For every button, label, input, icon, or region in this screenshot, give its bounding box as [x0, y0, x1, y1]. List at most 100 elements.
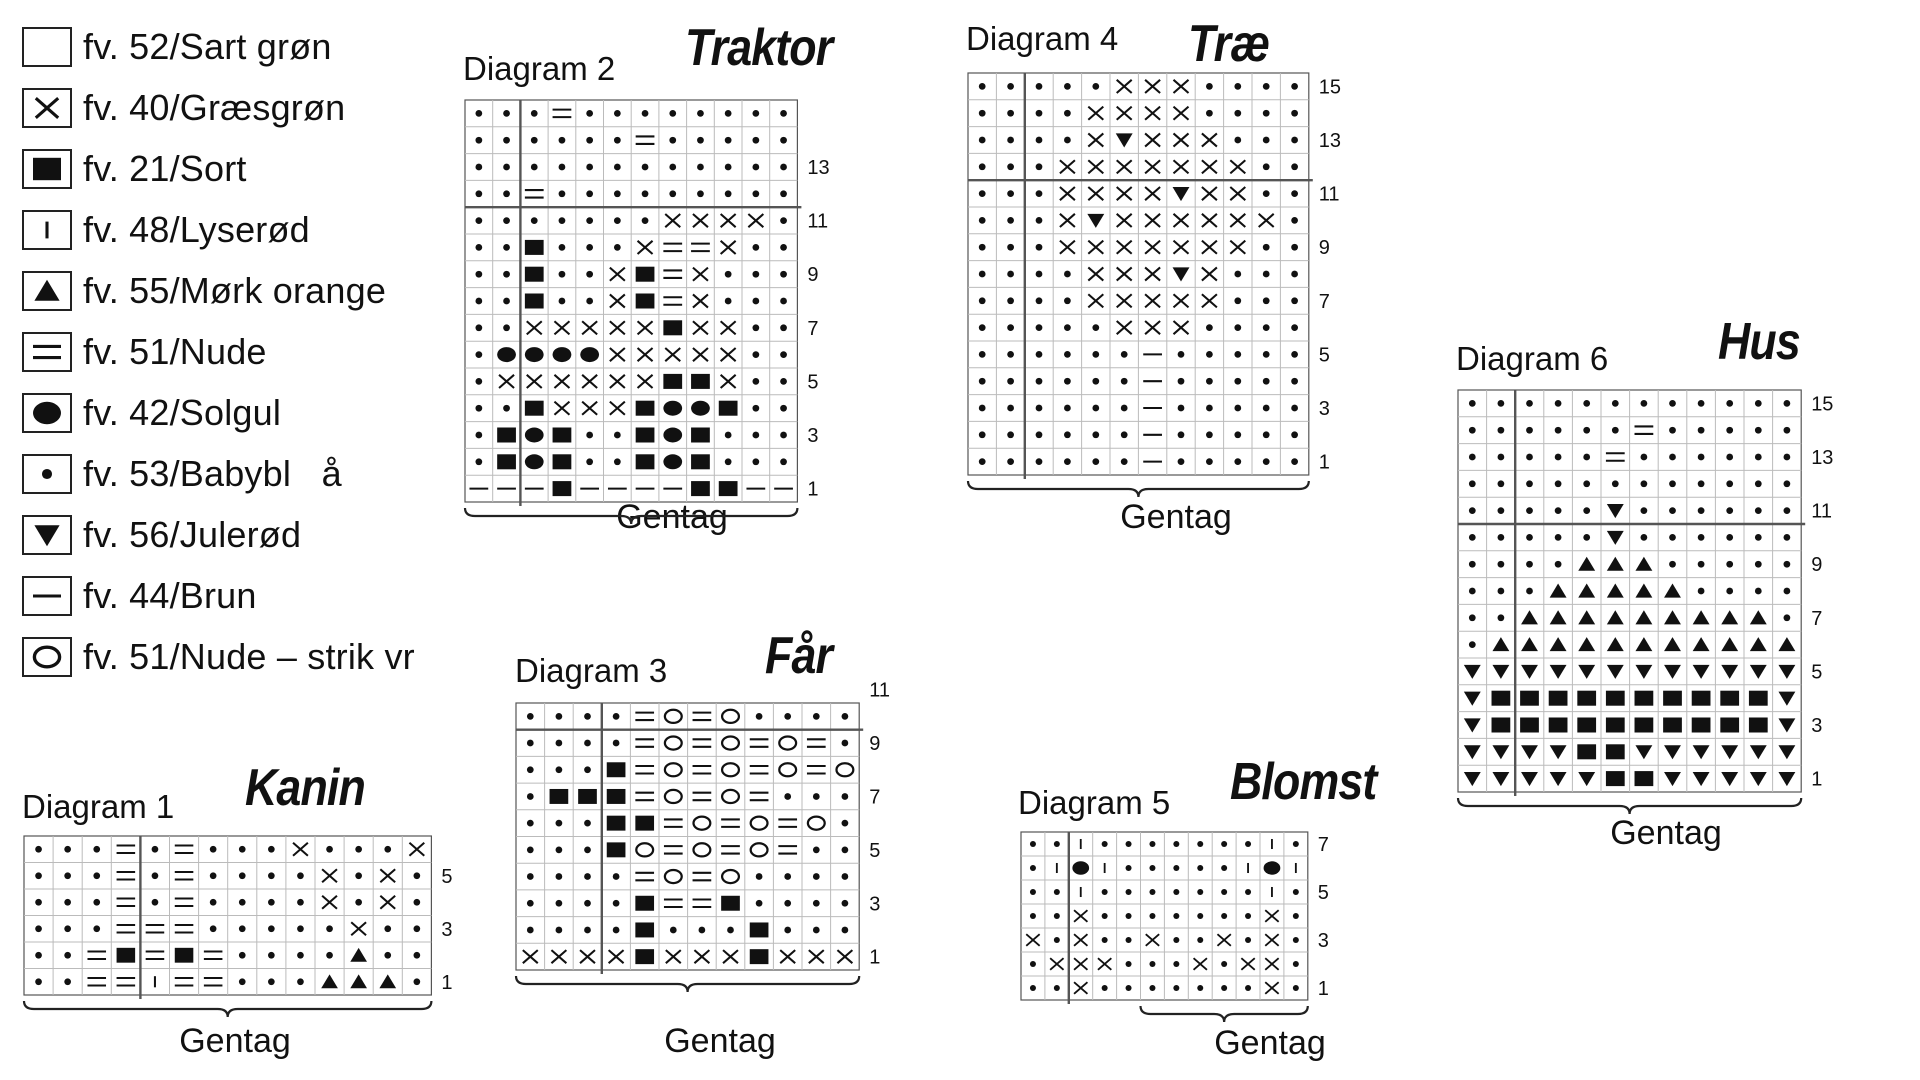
stitch-x: [553, 400, 571, 416]
stitch-dot: [1497, 480, 1505, 488]
row-number: 3: [1319, 398, 1330, 420]
stitch-dot: [1554, 453, 1562, 461]
stitch-dot: [558, 244, 566, 251]
stitch-sq: [1748, 690, 1768, 706]
stitch-dot: [812, 899, 820, 907]
stitch-dot: [1291, 377, 1298, 385]
stitch-dot: [1125, 960, 1132, 968]
stitch-x: [1172, 159, 1190, 175]
stitch-dot: [1726, 560, 1734, 568]
stitch-dot: [724, 270, 732, 278]
stitch-dot: [1697, 587, 1705, 595]
stitch-dot: [1583, 453, 1591, 461]
stitch-dot: [1092, 404, 1100, 412]
legend-item: fv. 51/Nude – strik vr: [22, 626, 415, 687]
stitch-sq: [635, 949, 655, 965]
stitch-x: [1240, 957, 1256, 971]
stitch-x: [1116, 239, 1133, 255]
stitch-big: [552, 347, 572, 363]
stitch-dot: [64, 951, 71, 959]
stitch-tdn: [1463, 691, 1481, 706]
stitch-dot: [1669, 534, 1676, 541]
stitch-tri: [1578, 610, 1596, 625]
stitch-dot: [64, 898, 71, 906]
stitch-dot: [1064, 431, 1071, 439]
dot-icon: [41, 468, 53, 479]
stitch-dot: [978, 270, 986, 278]
stitch-tri: [1549, 583, 1567, 598]
stitch-sq: [1748, 717, 1768, 733]
stitch-dot: [1206, 83, 1213, 90]
stitch-sq: [552, 427, 572, 443]
stitch-sq: [1663, 690, 1682, 706]
stitch-dot: [384, 845, 392, 853]
stitch-dot: [1007, 136, 1014, 144]
stitch-dot: [1291, 431, 1298, 439]
stitch-x: [1144, 320, 1161, 335]
stitch-dot: [727, 926, 734, 934]
stitch-x: [1172, 239, 1190, 255]
row-number: 3: [1811, 715, 1822, 737]
stitch-dot: [1007, 377, 1014, 385]
stitch-dot: [1292, 936, 1299, 944]
stitch-x: [636, 374, 654, 389]
stitch-dot: [1262, 431, 1270, 439]
stitch-x: [1172, 320, 1190, 335]
stitch-sq: [1663, 717, 1682, 733]
stitch-o: [749, 842, 769, 858]
stitch-dot: [724, 110, 732, 117]
stitch-dot: [1526, 426, 1533, 434]
stitch-dot: [209, 925, 217, 933]
stitch-dot: [978, 377, 986, 385]
legend-item: fv. 42/Solgul: [22, 382, 415, 443]
legend-item: fv. 52/Sart grøn: [22, 16, 415, 77]
stitch-dot: [64, 925, 71, 933]
stitch-tdn: [1172, 267, 1190, 282]
stitch-dot: [1640, 534, 1648, 541]
stitch-dot: [697, 190, 704, 198]
stitch-x: [1059, 239, 1076, 255]
stitch-dot: [1035, 270, 1043, 278]
stitch-dot: [978, 190, 986, 197]
stitch-sq: [1520, 717, 1539, 733]
legend-swatch: [22, 331, 72, 372]
stitch-eq: [635, 791, 655, 802]
stitch-dot: [1206, 351, 1213, 358]
stitch-dot: [1526, 587, 1533, 595]
stitch-dot: [1101, 984, 1108, 992]
legend-swatch: [22, 575, 72, 616]
stitch-dot: [268, 872, 275, 880]
stitch-eq: [174, 871, 194, 881]
stitch-x: [836, 949, 854, 964]
stitch-o: [720, 788, 741, 805]
stitch-dot: [1206, 109, 1213, 117]
stitch-dot: [841, 739, 849, 747]
stitch-dot: [613, 110, 621, 117]
stitch-tri: [1749, 610, 1767, 625]
stitch-sq: [497, 427, 516, 443]
row-number: 9: [869, 733, 880, 755]
stitch-dot: [978, 458, 986, 465]
stitch-dot: [35, 898, 42, 906]
stitch-dot: [1197, 936, 1204, 944]
stitch-dot: [1125, 912, 1132, 920]
stitch-dot: [64, 872, 71, 880]
stitch-sq: [1691, 717, 1711, 733]
stitch-dot: [812, 873, 820, 880]
stitch-eq: [174, 897, 194, 907]
stitch-dot: [1173, 888, 1180, 896]
stitch-dot: [1234, 431, 1242, 439]
stitch-sq: [691, 481, 710, 497]
stitch-x: [1087, 159, 1104, 175]
row-number: 5: [441, 866, 452, 888]
stitch-sq: [1634, 690, 1654, 706]
stitch-dot: [268, 845, 275, 853]
stitch-dot: [1291, 270, 1298, 278]
stitch-x: [498, 374, 515, 389]
diagram-1-label: Diagram 1: [22, 788, 175, 825]
stitch-x: [1144, 213, 1161, 228]
stitch-x: [522, 949, 539, 964]
stitch-x: [581, 400, 598, 416]
